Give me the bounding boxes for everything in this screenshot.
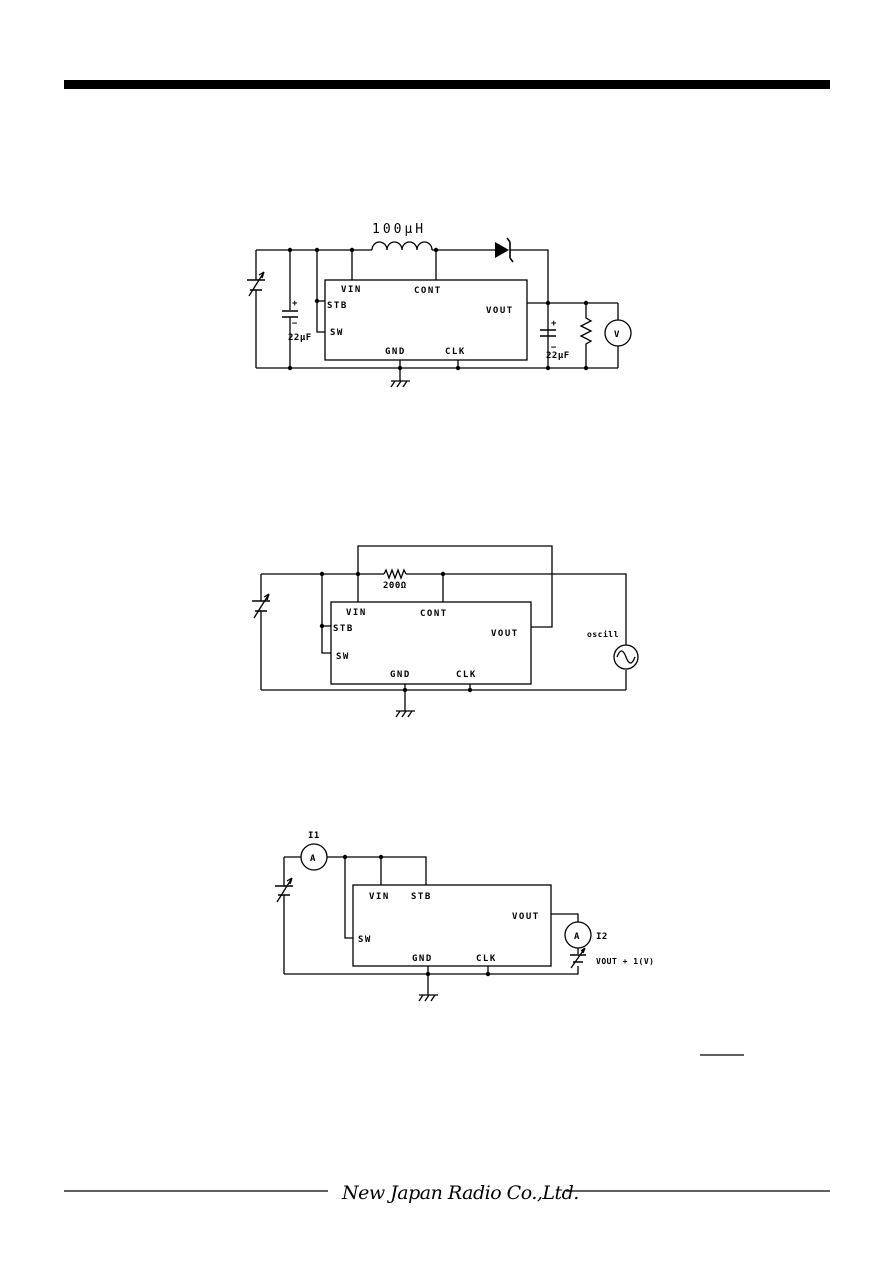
ammeter-1-label: I1 bbox=[308, 831, 320, 841]
svg-text:−: − bbox=[292, 319, 298, 329]
inductor-icon bbox=[371, 241, 433, 251]
pin-gnd-2: GND bbox=[390, 670, 411, 680]
voltmeter-label: V bbox=[614, 330, 620, 340]
pin-vin-3: VIN bbox=[369, 892, 390, 902]
variable-source-icon bbox=[252, 574, 270, 690]
variable-source-icon bbox=[570, 947, 586, 969]
voltmeter-icon bbox=[604, 319, 632, 347]
source-label: VOUT + 1(V) bbox=[596, 957, 654, 966]
svg-text:−: − bbox=[551, 343, 557, 353]
pin-stb-3: STB bbox=[411, 892, 432, 902]
pin-cont-2: CONT bbox=[420, 609, 448, 619]
pin-vout-1: VOUT bbox=[486, 306, 514, 316]
inductor-value: 100μH bbox=[372, 222, 426, 237]
ic-box-3 bbox=[352, 884, 552, 967]
oscilloscope-icon bbox=[613, 644, 639, 670]
ic-box-1 bbox=[324, 279, 528, 361]
pin-sw-2: SW bbox=[336, 652, 350, 662]
variable-source-icon bbox=[247, 250, 265, 368]
ic-box-2 bbox=[330, 601, 532, 685]
ground-icon bbox=[395, 706, 415, 718]
svg-text:+: + bbox=[292, 299, 298, 309]
circuit-1: 100μH + − 22μF bbox=[247, 222, 632, 388]
pin-vin-1: VIN bbox=[341, 285, 362, 295]
company-logo: New Japan Radio Co.,Ltd. bbox=[341, 1182, 579, 1204]
ammeter-2-meter: A bbox=[574, 932, 580, 942]
pin-vout-2: VOUT bbox=[491, 629, 519, 639]
pin-clk-2: CLK bbox=[456, 670, 477, 680]
input-cap-value: 22μF bbox=[288, 333, 312, 343]
header-bar bbox=[64, 80, 830, 89]
ammeter-1-icon bbox=[300, 843, 328, 871]
pin-clk-1: CLK bbox=[445, 347, 466, 357]
ammeter-2-label: I2 bbox=[596, 932, 608, 942]
circuit-2: 200Ω oscill VIN CONT bbox=[252, 545, 639, 718]
footer: New Japan Radio Co.,Ltd. bbox=[64, 1182, 830, 1204]
svg-text:+: + bbox=[551, 319, 557, 329]
output-cap-value: 22μF bbox=[546, 351, 570, 361]
ammeter-1-meter: A bbox=[310, 854, 316, 864]
pin-sw-3: SW bbox=[358, 935, 372, 945]
resistor-value: 200Ω bbox=[383, 581, 407, 591]
ground-icon bbox=[390, 376, 410, 388]
pin-stb-2: STB bbox=[333, 624, 354, 634]
circuit-3: A I1 A I2 VOUT + 1(V) VIN STB VOUT bbox=[275, 831, 654, 1002]
pin-vin-2: VIN bbox=[346, 608, 367, 618]
diode-icon bbox=[495, 237, 514, 263]
ground-icon bbox=[418, 990, 438, 1002]
variable-source-icon bbox=[275, 857, 293, 974]
pin-stb-1: STB bbox=[327, 301, 348, 311]
oscilloscope-label: oscill bbox=[587, 629, 619, 639]
pin-clk-3: CLK bbox=[476, 954, 497, 964]
pin-sw-1: SW bbox=[330, 328, 344, 338]
pin-gnd-1: GND bbox=[385, 347, 406, 357]
resistor-icon bbox=[579, 303, 593, 368]
ammeter-2-icon bbox=[564, 921, 592, 949]
pin-vout-3: VOUT bbox=[512, 912, 540, 922]
resistor-icon bbox=[383, 568, 407, 580]
pin-gnd-3: GND bbox=[412, 954, 433, 964]
pin-cont-1: CONT bbox=[414, 286, 442, 296]
